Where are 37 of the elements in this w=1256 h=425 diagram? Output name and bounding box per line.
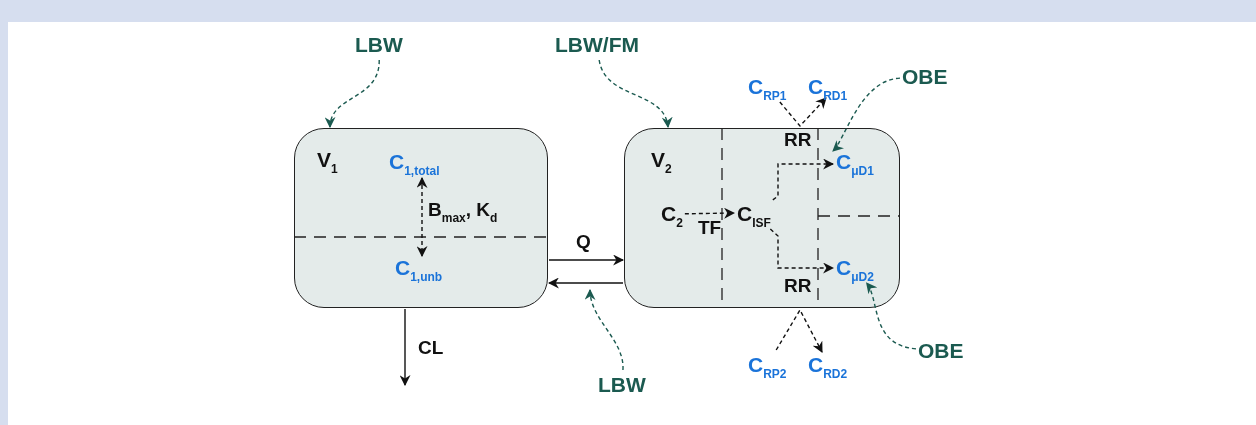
covariate-label: LBW <box>355 32 403 58</box>
edge-label: CL <box>418 336 444 360</box>
arrow <box>547 277 624 289</box>
arrow <box>769 228 835 274</box>
edge-label: Q <box>576 230 591 254</box>
edge-label: RR <box>784 274 812 298</box>
edge-label: B$_{max}$, K$_{d}$ <box>428 198 498 222</box>
edge-label: TF <box>698 216 722 240</box>
arrow <box>548 254 625 266</box>
covariate-label: OBE <box>918 338 964 364</box>
outflow-arrow <box>399 308 411 387</box>
arrow <box>832 77 901 152</box>
arrow <box>772 158 835 201</box>
concentration-label: C$_{RD1}$ <box>808 74 848 100</box>
concentration-label: C$_{2}$ <box>661 201 683 227</box>
covariate-label: LBW/FM <box>555 32 639 58</box>
concentration-label: C$_{ISF}$ <box>737 201 771 227</box>
volume-label: V$_{2}$ <box>651 147 672 173</box>
concentration-label: C$_{RP1}$ <box>748 74 787 100</box>
arrow <box>684 207 736 219</box>
volume-label: V$_{1}$ <box>317 147 338 173</box>
edge-label: RR <box>784 128 812 152</box>
pointer-arrow <box>585 288 624 371</box>
arrow <box>416 176 428 258</box>
concentration-label: C$_{RP2}$ <box>748 352 787 378</box>
compartment-box <box>624 128 900 308</box>
concentration-label: C$_{1,unb}$ <box>395 255 443 281</box>
arrow <box>325 59 380 129</box>
arrow <box>779 97 827 128</box>
arrow <box>775 308 823 353</box>
arrow <box>865 282 917 350</box>
arrow <box>598 59 672 129</box>
concentration-label: C$_{RD2}$ <box>808 352 848 378</box>
concentration-label: C$_{1,total}$ <box>389 149 440 175</box>
covariate-label: LBW <box>598 372 646 398</box>
compartment-box <box>294 128 548 308</box>
covariate-label: OBE <box>902 64 948 90</box>
